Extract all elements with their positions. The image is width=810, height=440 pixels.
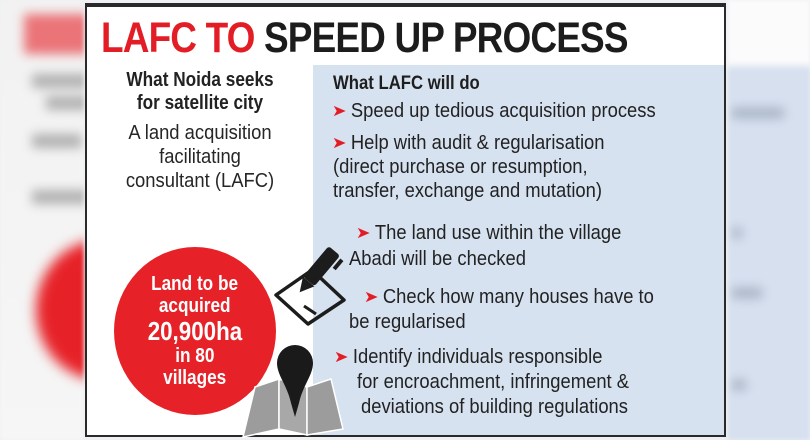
blurred-title bbox=[24, 14, 84, 54]
pen-signing-document-icon bbox=[274, 247, 346, 326]
task-item: ➤Speed up tedious acquisition process bbox=[331, 100, 656, 122]
blurred-text bbox=[32, 74, 84, 88]
task-item-continued: be regularised bbox=[349, 311, 466, 333]
blurred-background-right bbox=[728, 0, 810, 440]
blurred-text bbox=[732, 108, 784, 118]
task-item-continued: for encroachment, infringement & bbox=[357, 371, 630, 393]
land-area-figure: 20,900ha bbox=[147, 316, 243, 346]
task-item: ➤Identify individuals responsible bbox=[333, 346, 603, 368]
bullet-arrow-icon: ➤ bbox=[331, 103, 347, 120]
blurred-text bbox=[732, 380, 746, 390]
bullet-arrow-icon: ➤ bbox=[363, 289, 379, 306]
task-item: ➤The land use within the village bbox=[355, 222, 622, 244]
blurred-circle bbox=[36, 240, 84, 380]
task-item: ➤Help with audit & regularisation bbox=[331, 132, 605, 154]
lafc-tasks-panel bbox=[313, 65, 724, 435]
lafc-tasks-heading: What LAFC will do bbox=[333, 73, 480, 94]
bullet-arrow-icon: ➤ bbox=[333, 349, 349, 366]
task-item-continued: deviations of building regulations bbox=[361, 396, 628, 418]
blurred-text bbox=[32, 190, 84, 204]
title-red-part: LAFC TO bbox=[101, 14, 255, 62]
blurred-text bbox=[732, 228, 742, 238]
task-item: ➤Check how many houses have to bbox=[363, 286, 654, 308]
infographic-frame: LAFC TO SPEED UP PROCESS What Noida seek… bbox=[85, 3, 726, 438]
map-location-pin-icon bbox=[241, 345, 344, 438]
task-item-continued: (direct purchase or resumption, bbox=[333, 156, 588, 178]
title-black-part: SPEED UP PROCESS bbox=[263, 14, 629, 62]
seeks-heading: What Noida seeks for satellite city bbox=[126, 69, 274, 114]
lafc-description: A land acquisition facilitating consulta… bbox=[125, 122, 275, 192]
task-item-continued: Abadi will be checked bbox=[349, 248, 526, 270]
noida-seeks-section: What Noida seeks for satellite city A la… bbox=[87, 69, 313, 193]
blurred-text bbox=[732, 288, 762, 298]
blurred-text bbox=[46, 96, 84, 110]
blurred-background-left bbox=[0, 0, 84, 440]
infographic-title: LAFC TO SPEED UP PROCESS bbox=[101, 13, 629, 63]
land-figure-badge: Land to be acquired 20,900ha in 80 villa… bbox=[114, 247, 276, 415]
bullet-arrow-icon: ➤ bbox=[331, 135, 347, 152]
blurred-text bbox=[32, 134, 82, 148]
bullet-arrow-icon: ➤ bbox=[355, 225, 371, 242]
task-item-continued: transfer, exchange and mutation) bbox=[333, 180, 603, 202]
